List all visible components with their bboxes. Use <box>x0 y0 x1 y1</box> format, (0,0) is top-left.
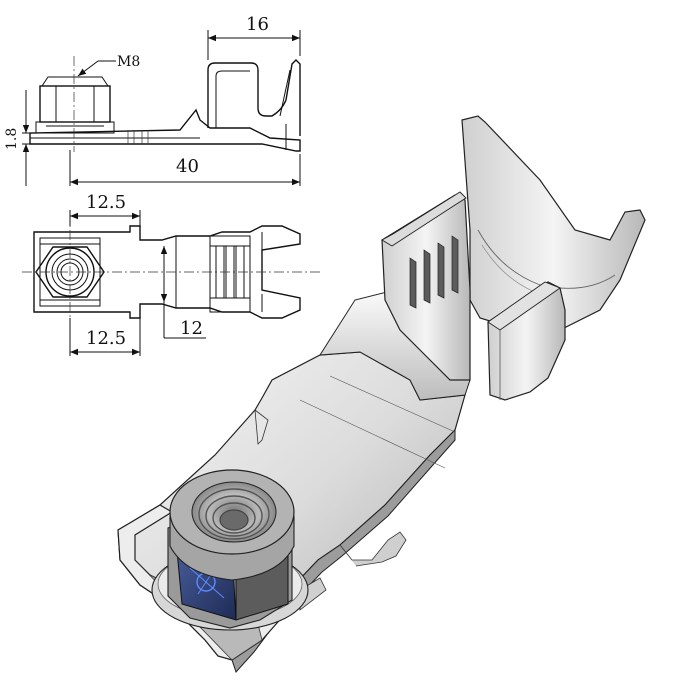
thickness-label: 1.8 <box>4 128 20 150</box>
isometric-view <box>117 115 646 673</box>
nut-offset-top-label: 12.5 <box>86 192 126 213</box>
thread-label: M8 <box>117 54 140 70</box>
serrations <box>409 235 459 309</box>
top-view: 12.5 12.5 12 <box>22 192 320 356</box>
nut-threads <box>191 481 277 543</box>
barrel-length-label: 16 <box>246 14 269 35</box>
overall-length-label: 40 <box>176 156 199 177</box>
side-view: M8 16 40 1.8 <box>4 14 301 186</box>
nut-offset-bottom-label: 12.5 <box>86 328 126 349</box>
width-label: 12 <box>180 318 203 339</box>
